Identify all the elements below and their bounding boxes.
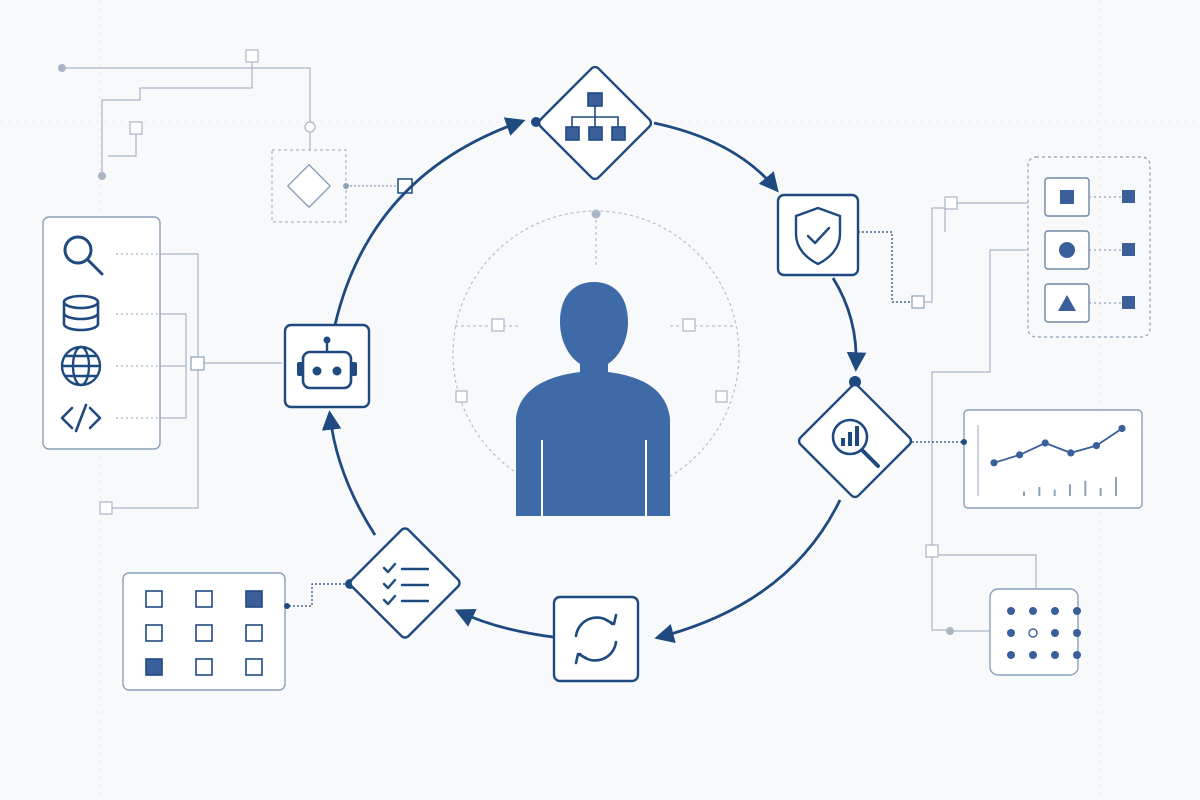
chart-bar (1053, 489, 1056, 496)
dot (1029, 607, 1037, 615)
grid-cell (145, 658, 163, 676)
tool-panel (42, 216, 282, 515)
decision-box (271, 149, 413, 223)
chart-bar (1115, 477, 1117, 496)
grid-cell (245, 590, 263, 608)
database-icon (62, 294, 100, 332)
grid-panel (122, 572, 350, 691)
chart-bar (1023, 491, 1025, 496)
dot (1073, 629, 1081, 637)
grid-cell (195, 624, 213, 642)
checklist-icon (382, 562, 430, 606)
shield-check-icon (794, 206, 842, 266)
triangle-icon (1058, 295, 1076, 311)
chart-bar (1069, 484, 1071, 496)
chart-point (1092, 442, 1100, 450)
chart-point (990, 459, 998, 467)
square-icon (1060, 190, 1074, 204)
grid-cell (195, 658, 213, 676)
dot (1073, 607, 1081, 615)
connector-node (304, 121, 316, 133)
connector-node (190, 356, 205, 371)
grid-cell (145, 624, 163, 642)
magnifier-bar-chart-icon (831, 418, 880, 468)
dot (1051, 607, 1059, 615)
dot (1007, 651, 1015, 659)
dot (1007, 607, 1015, 615)
connector-node (491, 318, 505, 332)
chart-point (1067, 449, 1075, 457)
chart-bar (1084, 480, 1087, 496)
connector-node (925, 544, 939, 558)
connector-node (1122, 190, 1135, 203)
cycle-arrows (321, 117, 867, 644)
dot-grid-panel (925, 544, 1081, 676)
connector-node (682, 318, 696, 332)
globe-icon (60, 345, 102, 387)
connector-dot (58, 64, 66, 72)
top-left-connectors (58, 49, 316, 180)
grid-cell (245, 658, 263, 676)
line-chart-panel (963, 409, 1143, 509)
circle-icon (1059, 242, 1075, 258)
person-icon (516, 282, 670, 516)
chart-bar (1099, 487, 1102, 496)
connector-dot (98, 172, 106, 180)
robot-node[interactable] (283, 323, 371, 409)
dot (1007, 629, 1015, 637)
connector-node (944, 196, 958, 210)
connector-node (1122, 243, 1135, 256)
arrow-hierarchy-to-security (653, 121, 779, 193)
arrow-robot-to-hierarchy (333, 117, 526, 326)
arrow-refresh-to-checklist (454, 609, 554, 639)
connector-node (1122, 296, 1135, 309)
grid-cell (195, 590, 213, 608)
chart-point (1016, 451, 1024, 459)
chart-point (1041, 439, 1049, 447)
code-icon (60, 403, 102, 433)
grid-cell (245, 624, 263, 642)
security-node[interactable] (776, 193, 945, 309)
arrow-security-to-analytics (831, 277, 867, 372)
arrow-checklist-to-robot (321, 410, 377, 536)
arrow-analytics-to-refresh (654, 499, 842, 644)
dot (1051, 629, 1059, 637)
connector-node (715, 390, 728, 403)
hierarchy-node[interactable] (537, 65, 653, 181)
connector-node (911, 295, 925, 309)
chart-bar (1038, 487, 1041, 496)
dot (1029, 651, 1037, 659)
dot-hollow (1028, 628, 1038, 638)
connector-node (129, 121, 143, 135)
shape-panel (931, 156, 1151, 550)
hierarchy-icon (565, 92, 626, 141)
chart-line (993, 427, 1123, 464)
refresh-node[interactable] (552, 595, 640, 683)
dot (1051, 651, 1059, 659)
connector-node (455, 390, 468, 403)
robot-icon (297, 336, 357, 390)
analytics-node[interactable] (797, 383, 967, 499)
checklist-node[interactable] (348, 526, 461, 639)
refresh-icon (574, 613, 618, 665)
center-focus (452, 209, 740, 516)
grid-cell (145, 590, 163, 608)
search-icon (63, 235, 104, 276)
chart-point (1118, 424, 1126, 433)
connector-node (245, 49, 259, 63)
dot (1073, 651, 1081, 659)
connector-node (99, 501, 113, 515)
